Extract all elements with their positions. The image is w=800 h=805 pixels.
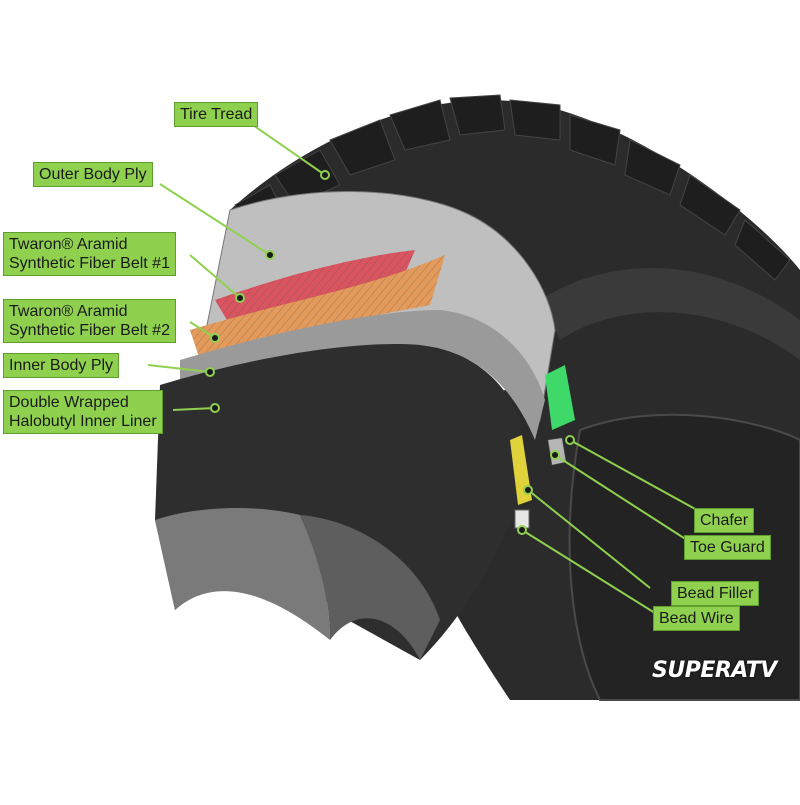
label-text: Inner Body Ply — [9, 357, 114, 374]
label-text: Twaron® Aramid — [9, 236, 128, 253]
label-text: Twaron® Aramid — [9, 303, 128, 320]
label-inner-liner: Double Wrapped Halobutyl Inner Liner — [3, 390, 163, 434]
inner-liner-section — [155, 344, 525, 660]
chafer-section — [545, 365, 575, 430]
label-toe-guard: Toe Guard — [684, 535, 771, 560]
label-text: Halobutyl Inner Liner — [9, 413, 157, 430]
label-text: Toe Guard — [690, 539, 765, 556]
label-bead-wire: Bead Wire — [653, 606, 740, 631]
tread-blocks — [234, 94, 791, 281]
label-bead-filler: Bead Filler — [671, 581, 760, 606]
inner-body-ply-section — [180, 310, 545, 440]
label-outer-body-ply: Outer Body Ply — [33, 162, 153, 187]
superatv-logo: SUPERATV — [652, 658, 777, 683]
label-tire-tread: Tire Tread — [174, 102, 259, 127]
inner-curl — [155, 508, 330, 640]
label-aramid-belt-2: Twaron® Aramid Synthetic Fiber Belt #2 — [3, 299, 176, 343]
label-inner-body-ply: Inner Body Ply — [3, 353, 120, 378]
sidewall-groove — [540, 267, 800, 360]
label-aramid-belt-1: Twaron® Aramid Synthetic Fiber Belt #1 — [3, 232, 176, 276]
belt-1-hatch — [215, 250, 415, 325]
belt-2-hatch — [190, 255, 445, 360]
label-text: Outer Body Ply — [39, 166, 147, 183]
label-chafer: Chafer — [694, 508, 755, 533]
label-text: Double Wrapped — [9, 394, 129, 411]
label-text: Bead Wire — [659, 610, 734, 627]
inner-curl-shadow — [300, 515, 440, 660]
label-text: Synthetic Fiber Belt #1 — [9, 255, 170, 272]
label-text: Synthetic Fiber Belt #2 — [9, 322, 170, 339]
label-text: Chafer — [700, 512, 749, 529]
label-text: Tire Tread — [180, 106, 253, 123]
label-text: Bead Filler — [677, 585, 754, 602]
leader-lines — [147, 122, 698, 614]
